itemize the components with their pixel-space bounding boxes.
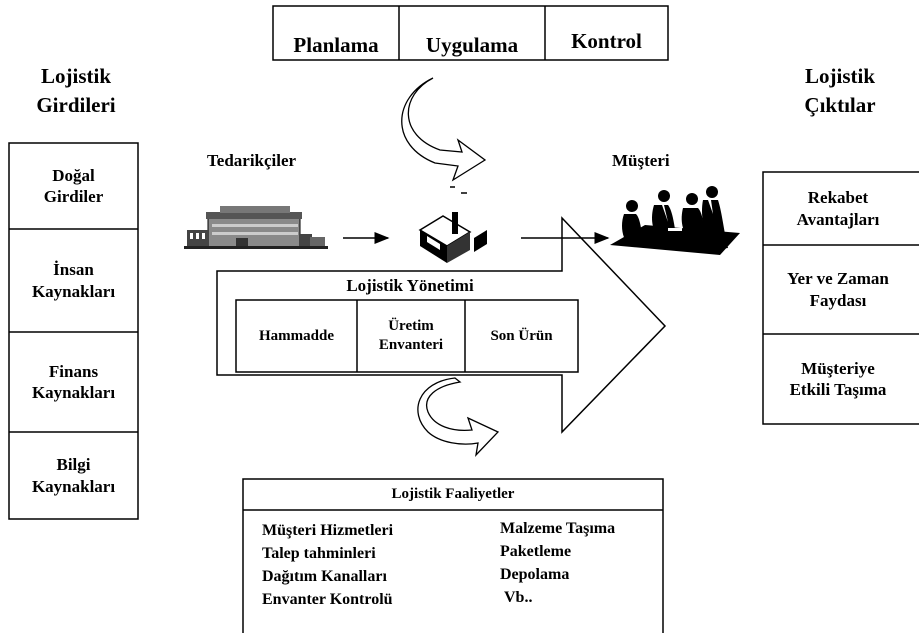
outputs-title-line1: Lojistik	[804, 64, 875, 88]
output-item-line: Müşteriye	[801, 358, 875, 378]
list-item: Paketleme	[500, 543, 572, 560]
plant-building-icon	[418, 212, 487, 263]
activities-frame	[242, 478, 664, 633]
list-item: Envanter Kontrolü	[262, 591, 393, 608]
input-item-line: Bilgi	[56, 455, 91, 475]
top-box-frame	[272, 5, 669, 61]
inputs-title-line1: Lojistik	[40, 64, 111, 88]
output-item-competitive: Rekabet Avantajları	[763, 172, 913, 245]
management-cell-wip: Üretim Envanteri	[357, 300, 465, 372]
output-item-transport: Müşteriye Etkili Taşıma	[763, 334, 913, 424]
input-item-line: Finans	[48, 361, 99, 381]
suppliers-label: Tedarikçiler	[207, 151, 297, 170]
list-item: Dağıtım Kanalları	[262, 568, 387, 585]
big-arrow-shape	[216, 216, 667, 434]
top-box-item-uygulama: Uygulama	[425, 32, 519, 57]
input-item-line: Kaynakları	[31, 476, 116, 496]
input-item-natural: Doğal Girdiler	[9, 143, 138, 229]
input-item-human: İnsan Kaynakları	[9, 229, 138, 332]
input-item-line: İnsan	[53, 260, 94, 280]
management-cell-line: Son Ürün	[490, 327, 553, 344]
output-item-place-time: Yer ve Zaman Faydası	[763, 245, 913, 334]
list-item: Depolama	[500, 566, 570, 583]
list-item: Vb..	[504, 589, 533, 606]
list-item: Malzeme Taşıma	[500, 520, 616, 537]
input-item-information: Bilgi Kaynakları	[9, 432, 138, 519]
meeting-people-icon	[610, 186, 740, 255]
output-item-line: Faydası	[809, 290, 867, 310]
inputs-frame	[8, 142, 139, 520]
management-cell-line: Üretim	[388, 318, 434, 335]
outputs-title: Lojistik Çıktılar	[770, 62, 910, 120]
customer-label: Müşteri	[612, 151, 670, 170]
list-item: Müşteri Hizmetleri	[262, 522, 394, 539]
management-frame	[235, 299, 579, 373]
input-item-line: Kaynakları	[31, 281, 116, 301]
output-item-line: Etkili Taşıma	[789, 380, 887, 399]
activities-title: Lojistik Faaliyetler	[391, 486, 515, 503]
curved-arrow-icon	[401, 77, 487, 182]
curved-arrow-icon	[417, 377, 500, 457]
management-cell-line: Hammadde	[259, 327, 334, 344]
management-cell-raw: Hammadde	[236, 300, 357, 372]
activities-left-list: Müşteri Hizmetleri Talep tahminleri Dağı…	[262, 519, 393, 611]
list-item: Talep tahminleri	[262, 545, 376, 562]
management-cell-final: Son Ürün	[465, 300, 578, 372]
output-item-line: Avantajları	[796, 209, 880, 229]
top-box-item-kontrol: Kontrol	[571, 28, 642, 53]
management-title: Lojistik Yönetimi	[346, 276, 474, 295]
activities-right-list: Malzeme Taşıma Paketleme Depolama Vb..	[500, 517, 615, 609]
inputs-title-line2: Girdileri	[36, 93, 116, 117]
input-item-finance: Finans Kaynakları	[9, 332, 138, 432]
input-item-line: Kaynakları	[31, 383, 116, 402]
output-item-line: Yer ve Zaman	[787, 269, 889, 289]
output-item-line: Rekabet	[807, 188, 869, 208]
input-item-line: Girdiler	[43, 187, 104, 206]
input-item-line: Doğal	[52, 165, 95, 185]
management-cell-line: Envanteri	[378, 337, 444, 353]
outputs-title-line2: Çıktılar	[804, 93, 876, 117]
outputs-frame	[762, 171, 919, 425]
inputs-title: Lojistik Girdileri	[14, 62, 138, 120]
factory-icon	[184, 206, 328, 249]
top-box-item-planlama: Planlama	[293, 32, 379, 57]
